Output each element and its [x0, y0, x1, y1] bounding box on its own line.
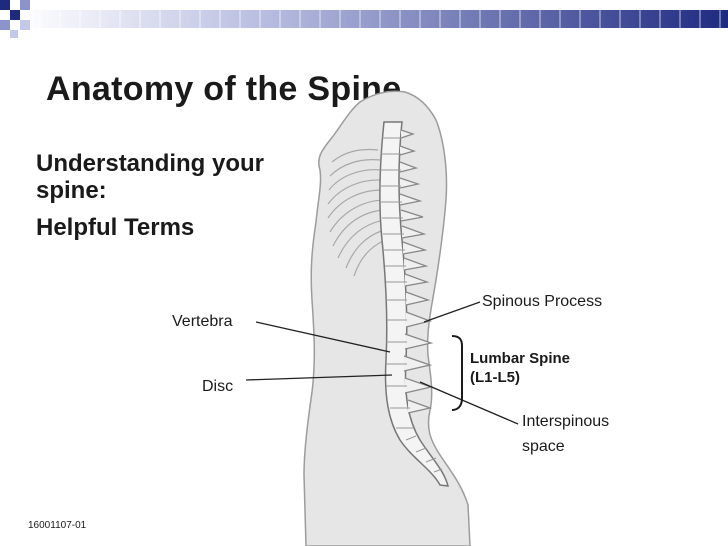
- spinous-process-marks: [399, 129, 434, 414]
- label-disc: Disc: [202, 378, 234, 395]
- label-interspinous-space: space: [522, 438, 565, 455]
- label-vertebra: Vertebra: [172, 313, 233, 330]
- bullet-helpful-terms: Helpful Terms: [36, 214, 195, 241]
- header-stripes: [39, 10, 721, 28]
- lumbar-bracket: [451, 335, 463, 411]
- label-spinous-process: Spinous Process: [482, 293, 603, 310]
- bullet-list: Understanding your spine: Helpful Terms: [36, 150, 286, 251]
- vertebra-marks: [380, 137, 414, 429]
- rib-lines: [327, 148, 386, 277]
- header-bar: [20, 10, 728, 28]
- figure-code: 16001107-01: [28, 520, 87, 531]
- label-interspinous: Interspinous: [522, 413, 610, 430]
- label-lumbar-spine: Lumbar Spine: [470, 350, 571, 367]
- spinous-process-line: [423, 301, 481, 323]
- label-lumbar-range: (L1-L5): [470, 369, 520, 386]
- interspinous-line: [419, 381, 519, 425]
- disc-line: [245, 374, 393, 381]
- leader-lines: [245, 301, 519, 425]
- vertebra-line: [255, 321, 391, 353]
- page-title: Anatomy of the Spine: [46, 70, 402, 108]
- bullet-understanding: Understanding your spine:: [36, 150, 265, 204]
- checker-squares: [0, 0, 30, 38]
- sacrum-marks: [405, 435, 443, 473]
